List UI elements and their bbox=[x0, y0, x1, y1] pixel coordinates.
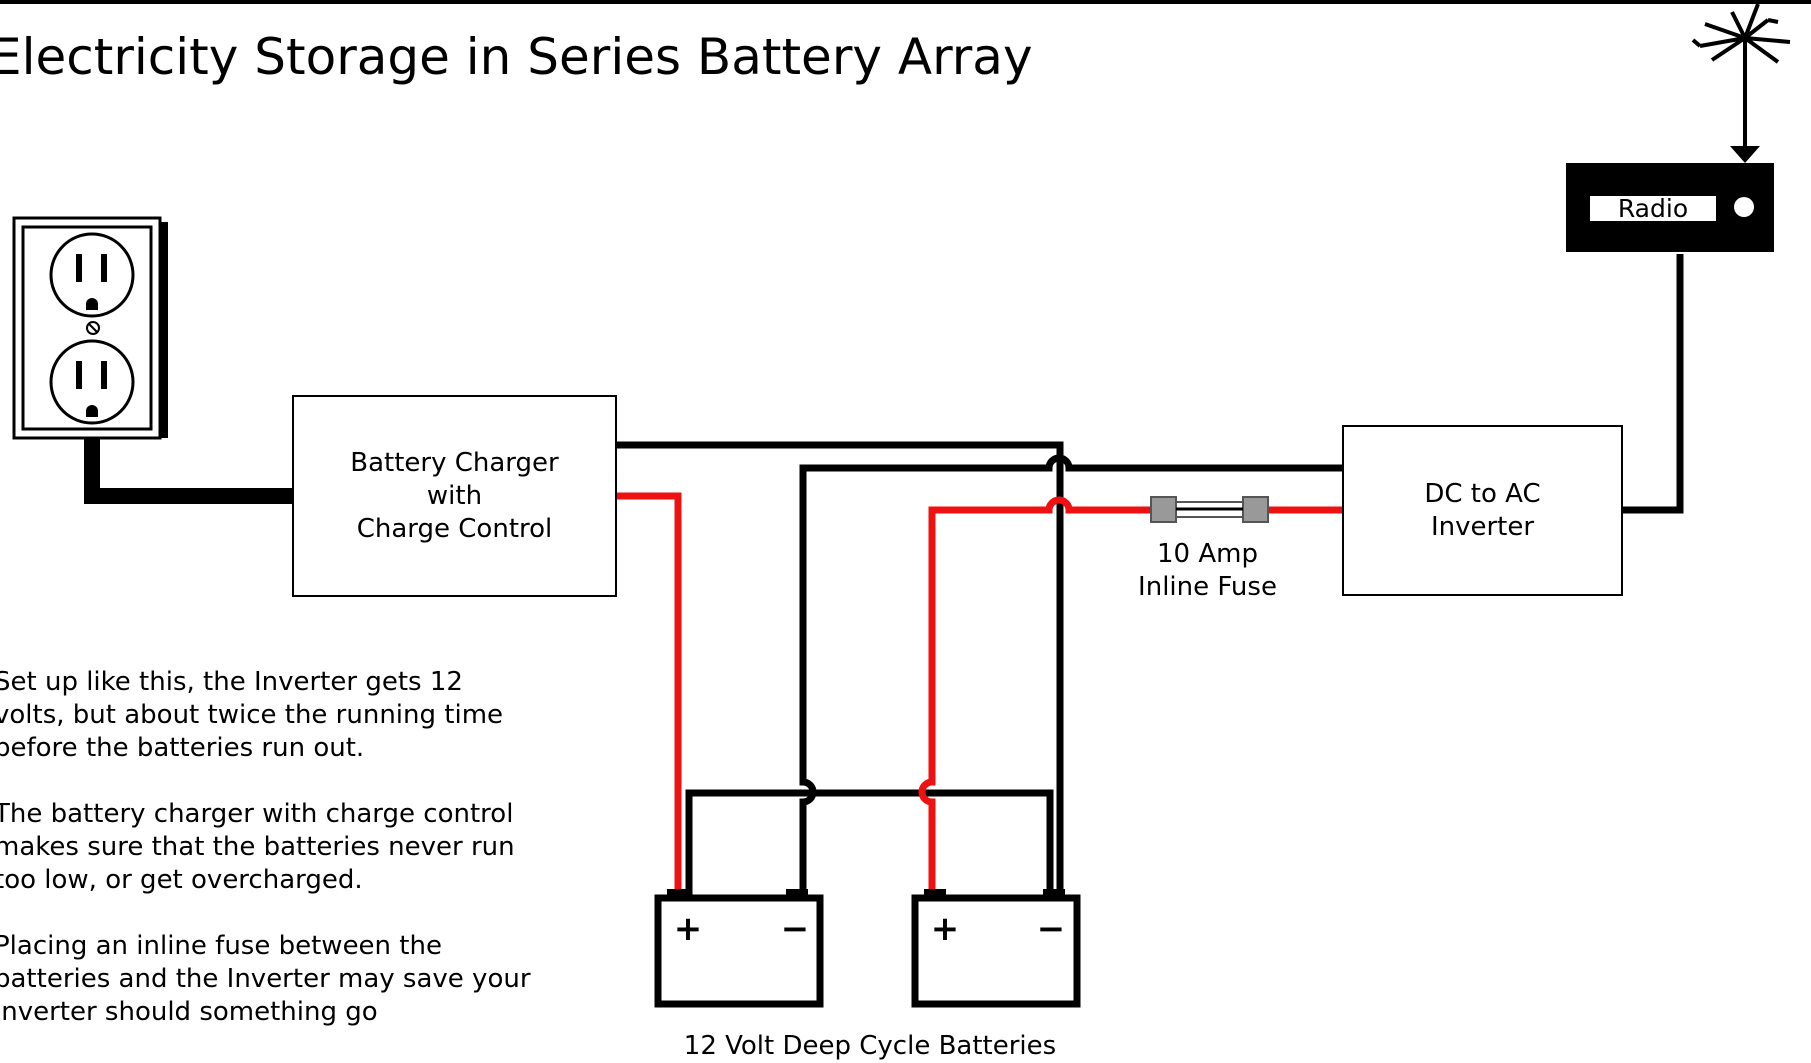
ac-cord-wire bbox=[84, 438, 293, 504]
positive-wires bbox=[617, 492, 1343, 900]
note-paragraph: Placing an inline fuse between the batte… bbox=[0, 931, 531, 1027]
battery1-positive-symbol: + bbox=[674, 909, 703, 949]
inverter-box: DC to AC Inverter bbox=[1342, 425, 1623, 596]
antenna-icon bbox=[1691, 3, 1791, 160]
negative-wires bbox=[617, 441, 1343, 905]
battery-charger-box: Battery Charger with Charge Control bbox=[292, 395, 617, 597]
battery2-negative-symbol: − bbox=[1037, 909, 1066, 949]
inverter-radio-wire bbox=[1623, 254, 1684, 514]
explanation-notes: Set up like this, the Inverter gets 12 v… bbox=[0, 666, 534, 1062]
note-paragraph: The battery charger with charge control … bbox=[0, 799, 515, 895]
inline-fuse-icon bbox=[1150, 496, 1269, 523]
batteries-label: 12 Volt Deep Cycle Batteries bbox=[683, 1031, 1057, 1061]
wall-outlet-icon bbox=[12, 216, 168, 440]
note-paragraph: Set up like this, the Inverter gets 12 v… bbox=[0, 667, 504, 763]
frame-top-border bbox=[0, 0, 1811, 4]
battery1-negative-symbol: − bbox=[781, 909, 810, 949]
diagram-title: Electricity Storage in Series Battery Ar… bbox=[0, 28, 1033, 86]
radio-label: Radio bbox=[1590, 196, 1716, 221]
battery-icon bbox=[654, 889, 1081, 1008]
fuse-label: 10 Amp Inline Fuse bbox=[1138, 539, 1277, 602]
battery2-positive-symbol: + bbox=[931, 909, 960, 949]
